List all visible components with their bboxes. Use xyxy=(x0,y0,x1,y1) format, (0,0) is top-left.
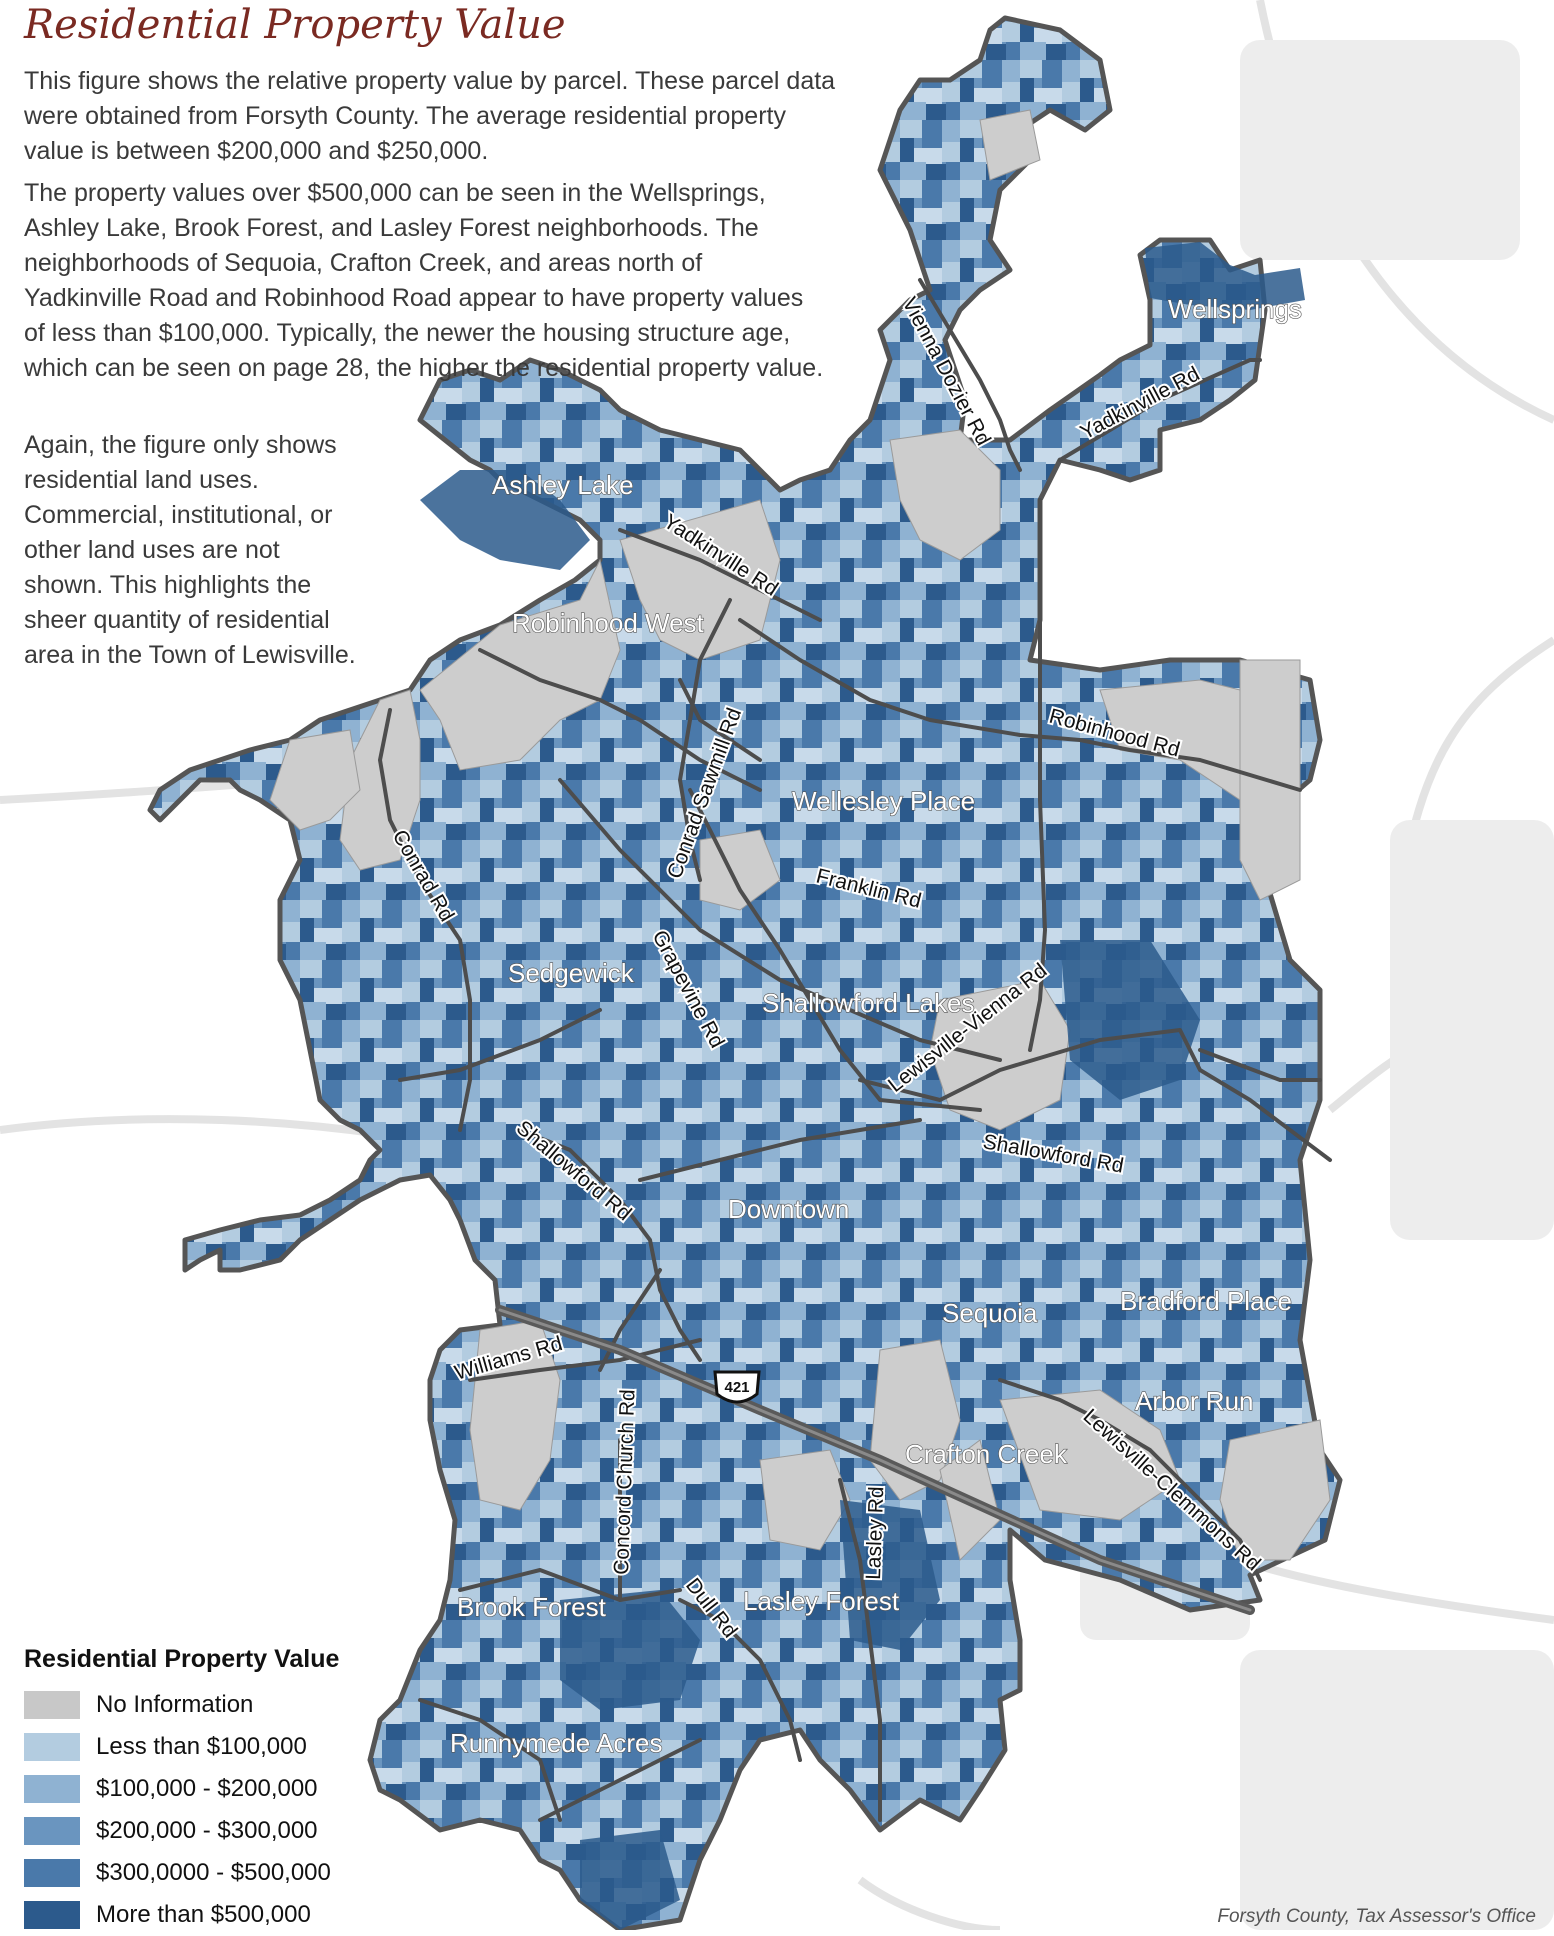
legend-item: Less than $100,000 xyxy=(24,1726,404,1768)
local-roads xyxy=(378,278,1332,1822)
high-value-areas xyxy=(420,242,1305,1930)
neighborhood-label: Sedgewick xyxy=(508,958,635,988)
source-credit: Forsyth County, Tax Assessor's Office xyxy=(1217,1906,1536,1927)
map-legend: Residential Property Value No Informatio… xyxy=(24,1645,404,1936)
neighborhood-label: Crafton Creek xyxy=(905,1439,1068,1469)
legend-label: No Information xyxy=(96,1691,254,1718)
legend-item: $300,0000 - $500,000 xyxy=(24,1852,404,1894)
legend-label: $200,000 - $300,000 xyxy=(96,1817,318,1844)
legend-swatch xyxy=(24,1775,80,1803)
intro-paragraph: This figure shows the relative property … xyxy=(24,67,836,165)
us-421-shield: 421 xyxy=(713,1370,761,1404)
legend-item: $100,000 - $200,000 xyxy=(24,1768,404,1810)
us-421-highway xyxy=(495,1305,1255,1615)
neighborhood-labels: Wellsprings Ashley Lake Robinhood West W… xyxy=(449,293,1302,1758)
legend-swatch xyxy=(24,1733,80,1761)
legend-swatch xyxy=(24,1859,80,1887)
legend-item: No Information xyxy=(24,1684,404,1726)
neighborhood-label: Bradford Place xyxy=(1120,1286,1292,1316)
legend-label: Less than $100,000 xyxy=(96,1733,307,1760)
legend-swatch xyxy=(24,1817,80,1845)
highway-number: 421 xyxy=(724,1379,749,1396)
neighborhood-label: Robinhood West xyxy=(512,608,705,638)
road-label: Lasley Rd xyxy=(862,1486,888,1580)
neighborhood-label: Brook Forest xyxy=(457,1592,607,1622)
legend-title: Residential Property Value xyxy=(24,1645,340,1673)
legend-item: $200,000 - $300,000 xyxy=(24,1810,404,1852)
legend-swatch xyxy=(24,1901,80,1929)
neighborhood-label: Wellsprings xyxy=(1168,294,1302,324)
legend-swatch xyxy=(24,1691,80,1719)
land-use-paragraph: Again, the figure only shows residential… xyxy=(24,431,356,669)
neighborhood-label: Runnymede Acres xyxy=(450,1728,662,1758)
neighborhood-label: Wellesley Place xyxy=(792,786,975,816)
neighborhood-label: Shallowford Lakes xyxy=(762,988,974,1018)
no-information-areas xyxy=(269,109,1331,1561)
neighborhood-label: Sequoia xyxy=(942,1298,1038,1328)
legend-label: $300,0000 - $500,000 xyxy=(96,1859,331,1886)
neighborhood-label: Downtown xyxy=(728,1194,849,1224)
legend-item: More than $500,000 xyxy=(24,1894,404,1936)
neighborhood-label: Lasley Forest xyxy=(743,1586,900,1616)
neighborhood-label: Arbor Run xyxy=(1135,1386,1254,1416)
legend-label: More than $500,000 xyxy=(96,1901,311,1928)
legend-label: $100,000 - $200,000 xyxy=(96,1775,318,1802)
page-title: Residential Property Value xyxy=(24,2,566,48)
neighborhood-label: Ashley Lake xyxy=(492,470,634,500)
neighborhood-paragraph: The property values over $500,000 can be… xyxy=(24,179,824,382)
